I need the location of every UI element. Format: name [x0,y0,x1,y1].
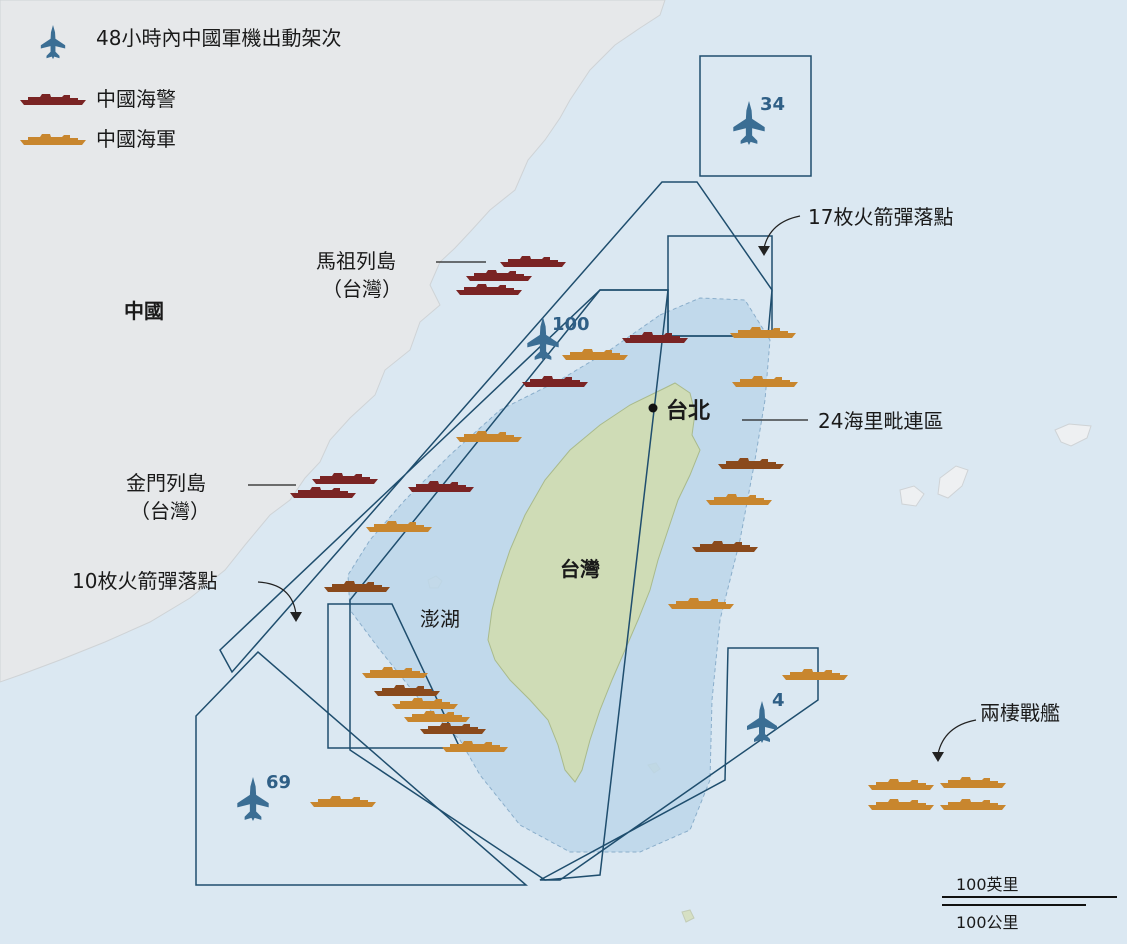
zone-rocket-north [667,235,773,337]
ryukyu-island [1054,423,1092,447]
matsu-label: 馬祖列島 [316,249,396,273]
kinmen-label: 金門列島 [126,471,206,495]
china-mainland [0,0,666,683]
leader-lines [248,215,977,755]
sortie-count-southwest: 69 [266,772,291,793]
orchid-island [681,909,695,923]
rockets-17-label: 17枚火箭彈落點 [808,205,953,229]
warships-label: 兩棲戰艦 [980,701,1060,725]
arrow-head [290,612,302,622]
sortie-count-southeast: 4 [772,690,785,711]
zone-southwest [195,650,529,886]
warships-arrow [937,719,977,755]
zone-southeast [539,647,819,881]
arrow-head [758,246,770,256]
legend-navy-label: 中國海軍 [96,127,176,151]
taiwan-label: 台灣 [560,557,600,581]
taipei-label: 台北 [666,398,710,424]
zone-strait-inner [349,289,669,881]
scale-bar: 100英里 100公里 [942,875,1117,932]
ryukyu-island [899,485,925,507]
scale-miles-label: 100英里 [956,875,1019,894]
arrow-head [932,752,944,762]
matsu-sub-label: （台灣） [322,277,402,301]
kinmen-sub-label: （台灣） [130,499,210,523]
ryukyu-island [937,465,969,499]
zone-north-box [699,55,812,177]
penghu-label: 澎湖 [420,607,460,631]
taipei-marker [648,403,658,413]
rockets-10-arrow [257,581,297,615]
sortie-count-north-box: 34 [760,94,785,115]
legend-coast-guard-label: 中國海警 [96,87,176,111]
zone-24nm-label: 24海里毗連區 [818,409,943,433]
rockets-10-label: 10枚火箭彈落點 [72,569,217,593]
sortie-count-north-zone: 100 [552,314,590,335]
taiwan-island [487,382,701,783]
china-label: 中國 [124,299,164,323]
legend-aircraft-label: 48小時內中國軍機出動架次 [96,26,341,50]
rockets-17-arrow [763,215,801,249]
scale-km-label: 100公里 [956,913,1019,932]
arrow-heads [290,246,944,762]
